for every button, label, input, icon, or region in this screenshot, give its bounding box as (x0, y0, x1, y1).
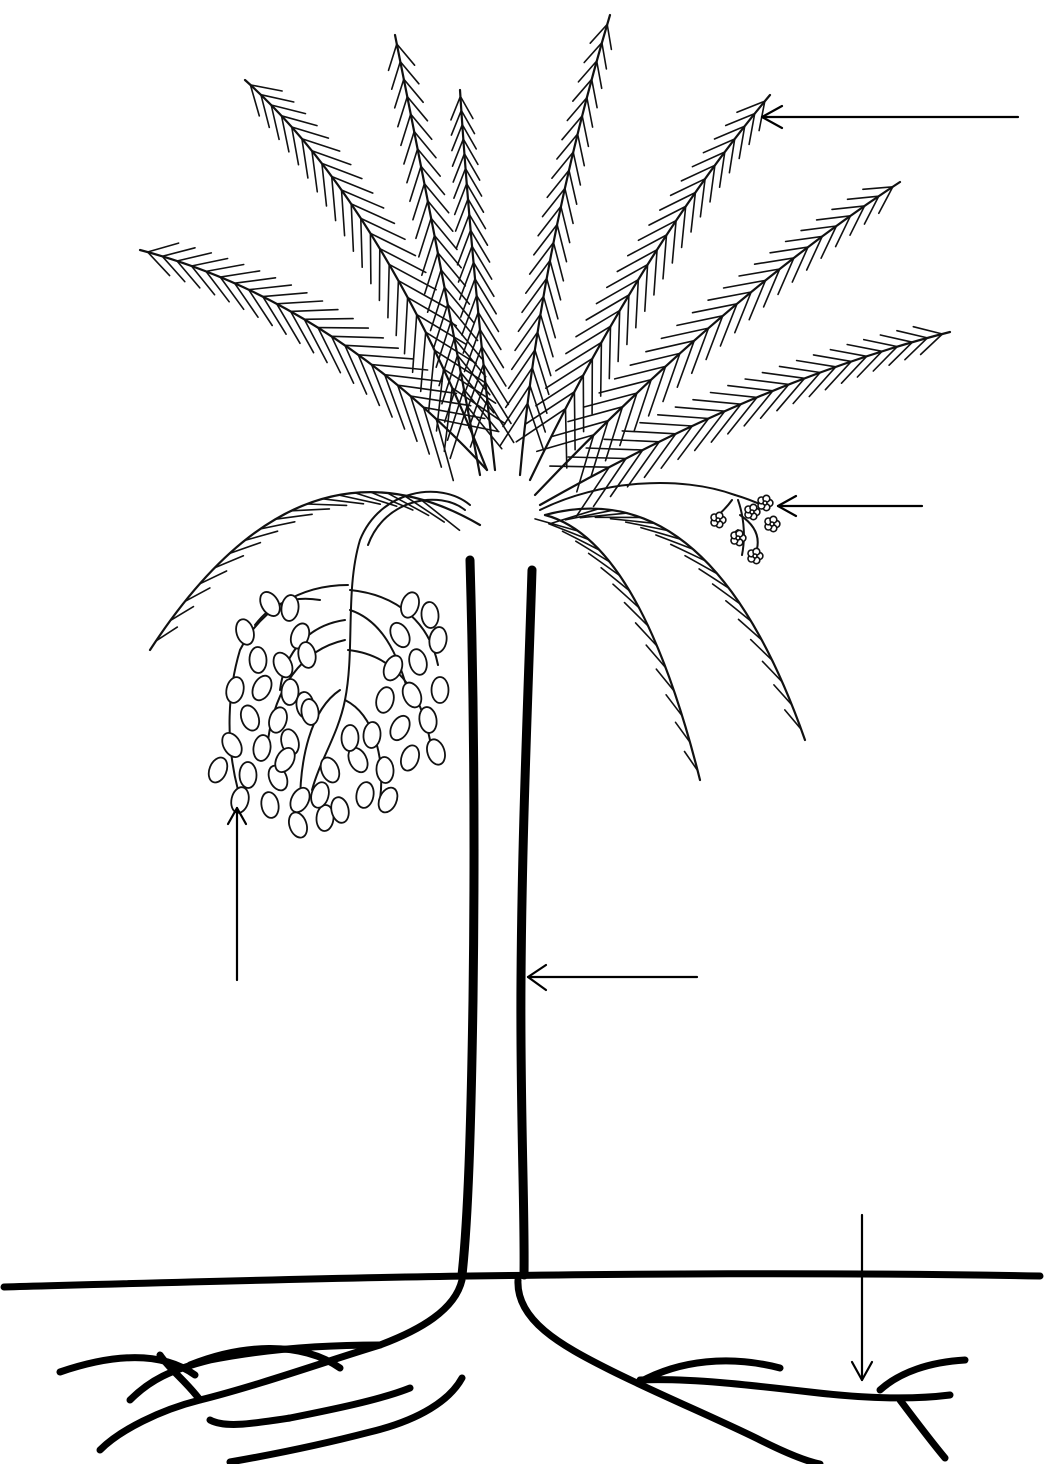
fruit (398, 590, 422, 620)
fruit (239, 762, 256, 788)
fruit (218, 730, 245, 761)
fruit (317, 755, 343, 785)
fruit (287, 785, 314, 816)
fruit-cluster (205, 492, 470, 840)
fruit (432, 677, 449, 703)
arrow-leaves (762, 106, 1018, 128)
fruit (259, 791, 280, 820)
fruit (256, 588, 284, 619)
fruit (374, 685, 397, 714)
roots (60, 1280, 965, 1464)
flowers (711, 495, 780, 563)
fruit (286, 810, 311, 840)
fruit (354, 781, 375, 810)
fruit (249, 647, 267, 674)
fruit (376, 756, 395, 783)
trunk (462, 560, 532, 1275)
fruit (205, 755, 231, 785)
frond (535, 515, 700, 780)
fruit (341, 725, 358, 751)
flower (711, 512, 726, 527)
fruit (424, 737, 448, 767)
ground-line (4, 1274, 1040, 1287)
fruit (398, 743, 423, 773)
fruit (418, 706, 439, 734)
flower-cluster (540, 483, 780, 564)
fruit (428, 626, 449, 654)
fruit (224, 676, 246, 705)
fruit (380, 653, 406, 684)
frond (500, 15, 611, 475)
fruit (249, 673, 276, 704)
fruit (238, 703, 263, 733)
fruit (420, 601, 439, 628)
fruit (375, 785, 401, 816)
flower (765, 516, 780, 531)
fruit (252, 734, 272, 762)
flower (758, 495, 773, 510)
arrow-flowers (778, 496, 922, 516)
fruit (362, 721, 381, 748)
fruit (386, 713, 413, 744)
fruit (407, 647, 430, 676)
fruits (205, 588, 448, 840)
flower (748, 548, 763, 563)
fruit (233, 617, 257, 647)
fruit (280, 594, 300, 622)
arrow-fruits (228, 808, 246, 980)
fruit (229, 785, 251, 814)
arrow-trunk (528, 965, 697, 990)
fruit (399, 680, 425, 711)
fruit (300, 698, 320, 726)
arrow-roots (852, 1215, 872, 1380)
